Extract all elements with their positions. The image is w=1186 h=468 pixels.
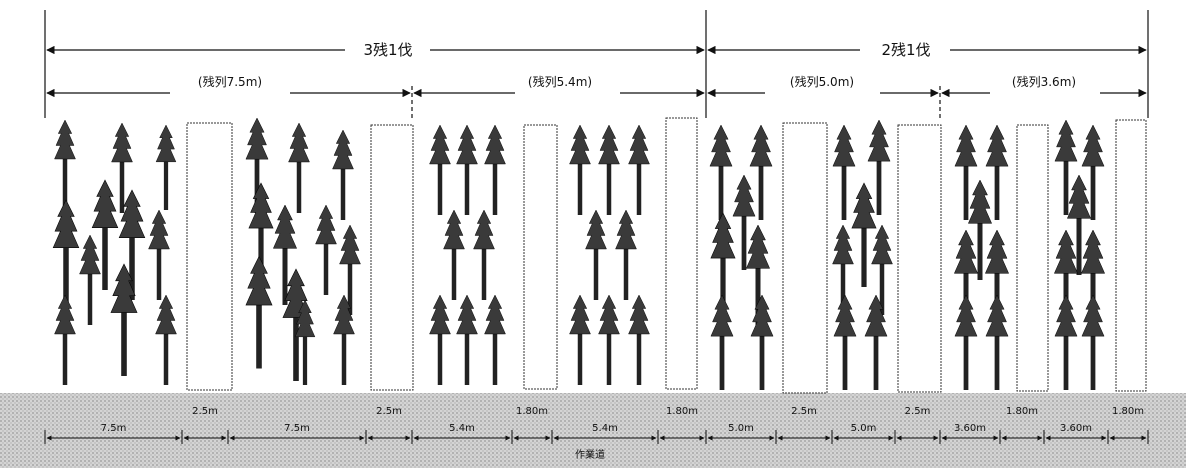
tree [750, 294, 774, 391]
cut-strip [186, 122, 233, 391]
dimension-label: 2.5m [376, 406, 402, 417]
tree [709, 124, 733, 221]
tree [484, 124, 506, 216]
dimension-label: 1.80m [516, 406, 548, 417]
tree [456, 124, 478, 216]
tree [1054, 294, 1078, 391]
tree [54, 294, 76, 386]
dimension-label: 5.4m [592, 423, 618, 434]
tree [484, 294, 506, 386]
dimension-label: 1.80m [666, 406, 698, 417]
span-2-residual-1-cut: 2残1伐 [881, 41, 930, 59]
tree [833, 294, 857, 391]
dimension-label: 2.5m [192, 406, 218, 417]
tree [1081, 294, 1105, 391]
cut-strip [665, 117, 698, 390]
tree [585, 209, 607, 301]
tree [628, 124, 650, 216]
dimension-label: 5.0m [728, 423, 754, 434]
bottom-dimensions: 7.5m 2.5m 7.5m 2.5m 5.4m 1.80m 5.4m 1.80m 5.0m 2.… [44, 406, 1149, 444]
tree [598, 294, 620, 386]
residual-label-3: (残列5.0m) [790, 75, 854, 89]
tree [54, 119, 76, 211]
tree [710, 294, 734, 391]
span-3-residual-1-cut: 3残1伐 [363, 41, 412, 59]
work-road-label: 作業道 [575, 448, 605, 461]
tree [315, 204, 337, 296]
tree [851, 182, 877, 288]
tree [473, 209, 495, 301]
dimension-label: 2.5m [791, 406, 817, 417]
dimension-label: 3.60m [954, 423, 986, 434]
residual-label-2: (残列5.4m) [528, 75, 592, 89]
dimension-label: 5.4m [449, 423, 475, 434]
tree [52, 199, 80, 311]
tree [615, 209, 637, 301]
tree [985, 294, 1009, 391]
tree [443, 209, 465, 301]
tree [598, 124, 620, 216]
dimension-label: 7.5m [101, 423, 127, 434]
tree [155, 294, 177, 386]
dimension-label: 7.5m [284, 423, 310, 434]
tree [569, 124, 591, 216]
cut-strip [370, 124, 414, 391]
residual-label-4: (残列3.6m) [1012, 75, 1076, 89]
tree [456, 294, 478, 386]
cut-strip [897, 124, 942, 393]
cut-strip [782, 122, 828, 394]
residual-label-1: (残列7.5m) [198, 75, 262, 89]
tree [148, 209, 170, 301]
tree [867, 119, 891, 216]
tree [155, 124, 177, 211]
tree [569, 294, 591, 386]
dimension-label: 3.60m [1060, 423, 1092, 434]
tree [628, 294, 650, 386]
dimension-label: 1.80m [1112, 406, 1144, 417]
cut-strip [1115, 119, 1147, 392]
tree [429, 294, 451, 386]
work-road-band [0, 393, 1186, 468]
cut-strip [523, 124, 558, 390]
dimension-label: 5.0m [851, 423, 877, 434]
tree [832, 124, 856, 221]
tree [245, 256, 273, 369]
tree [429, 124, 451, 216]
tree [332, 129, 354, 221]
dimension-label: 1.80m [1006, 406, 1038, 417]
tree [985, 124, 1009, 221]
tree [288, 122, 310, 214]
tree [79, 234, 101, 326]
cut-strip [1016, 124, 1049, 392]
tree [749, 124, 773, 221]
cut-strips [186, 117, 1147, 394]
tree [954, 294, 978, 391]
span-markers [44, 10, 1149, 118]
dimension-label: 2.5m [905, 406, 931, 417]
